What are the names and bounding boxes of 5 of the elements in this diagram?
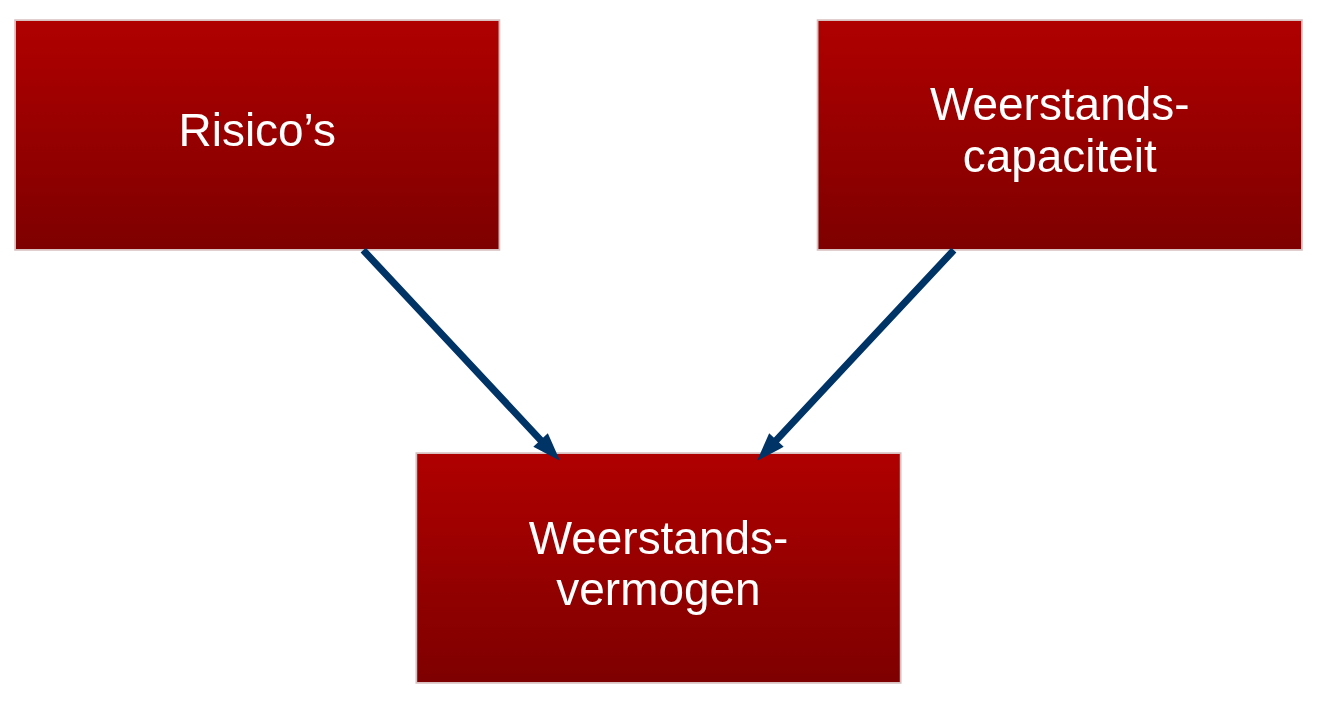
arrow [360,247,560,461]
arrow [757,247,957,461]
node-box: Weerstands- capaciteit [816,18,1303,251]
node-box: Weerstands- vermogen [415,451,902,684]
node-box: Risico’s [14,18,501,251]
